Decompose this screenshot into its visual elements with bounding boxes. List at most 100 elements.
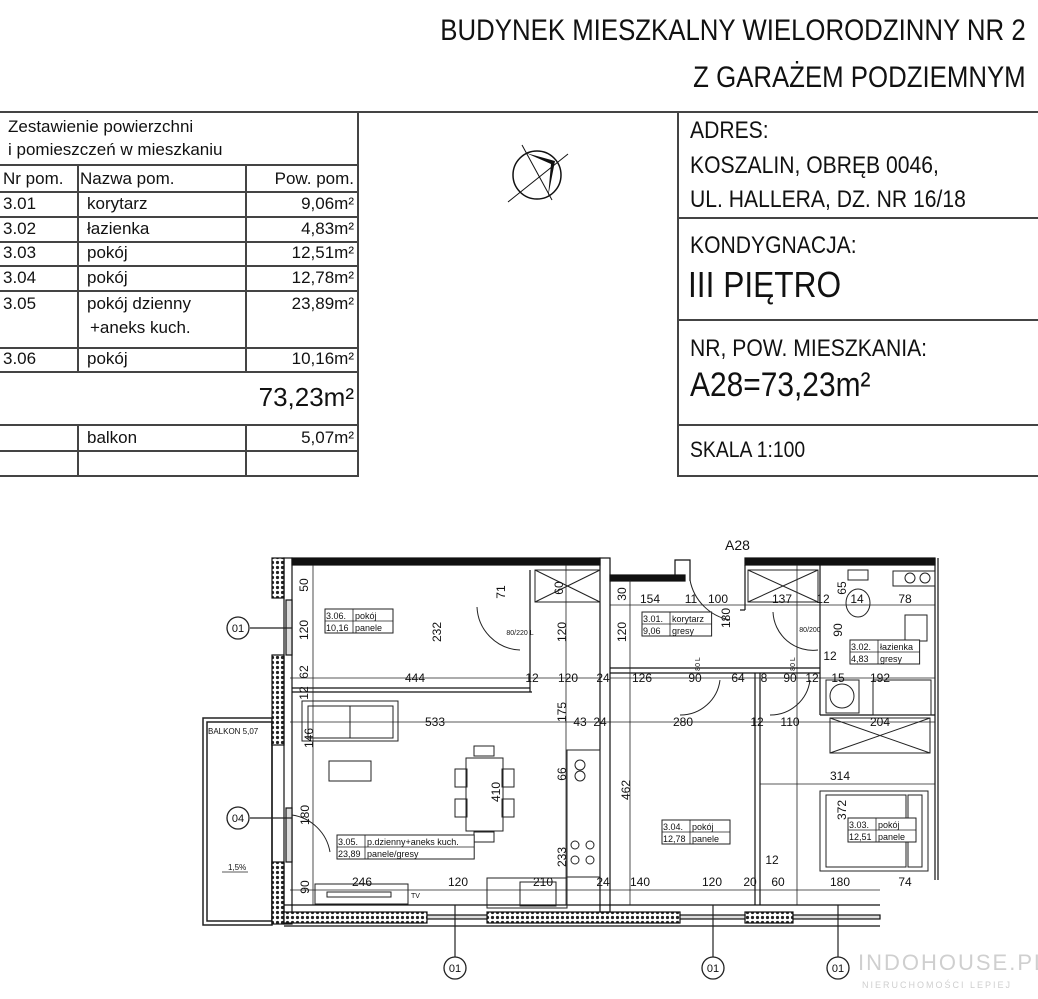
- room-number: 3.04: [3, 268, 37, 287]
- room-floor: panele/gresy: [367, 849, 419, 859]
- table-title: Zestawienie powierzchni: [8, 117, 194, 136]
- dining-table: [465, 757, 504, 832]
- dimension-label: 120: [555, 622, 569, 642]
- room-name: pokój: [87, 349, 128, 368]
- axis-marker-label: 01: [449, 963, 461, 975]
- dimension-label: 80 L: [695, 657, 702, 671]
- walls: [271, 557, 939, 927]
- dimension-label: 180: [719, 608, 733, 628]
- dimension-label: 410: [489, 782, 503, 802]
- room-number: 3.01: [3, 194, 37, 213]
- tv-label: TV: [411, 893, 420, 900]
- axis-marker: 01: [226, 616, 250, 640]
- dimension-label: 62: [297, 665, 311, 679]
- room-number: 3.06: [3, 349, 37, 368]
- dimension-label: 154: [640, 592, 660, 606]
- axis-marker: 01: [701, 956, 725, 980]
- floor-value: III PIĘTRO: [688, 264, 842, 305]
- dimension-label: 12: [750, 715, 764, 729]
- dimension-label: 140: [630, 875, 650, 889]
- room-name: korytarz: [672, 614, 705, 624]
- room-name: pokój: [87, 268, 128, 287]
- room-area: 10,16: [326, 623, 349, 633]
- dimension-label: 60: [771, 875, 785, 889]
- room-area: 12,78m²: [291, 268, 354, 287]
- dimension-label: 462: [619, 780, 633, 800]
- column-header: Pow. pom.: [274, 169, 354, 188]
- room-number: 3.05.: [338, 837, 358, 847]
- dimension-label: 120: [448, 875, 468, 889]
- dimension-label: 372: [835, 800, 849, 820]
- room-number: 3.04.: [663, 822, 683, 832]
- slope-label: 1,5%: [228, 863, 246, 872]
- axis-marker: 01: [826, 956, 850, 980]
- shafts: [534, 569, 931, 754]
- room-name: pokój: [692, 822, 714, 832]
- dimension-label: 120: [558, 671, 578, 685]
- dimension-label: 12: [816, 592, 830, 606]
- room-area: 12,51: [849, 832, 872, 842]
- dimension-label: 90: [298, 880, 312, 894]
- scale-label: SKALA 1:100: [690, 437, 806, 462]
- room-area: 10,16m²: [291, 349, 354, 368]
- dimension-label: 90: [831, 623, 845, 637]
- room-area: 9,06m²: [301, 194, 354, 213]
- dimension-label: 137: [772, 592, 792, 606]
- room-area: 4,83m²: [301, 219, 354, 238]
- axis-markers: [250, 627, 839, 957]
- floor-label: KONDYGNACJA:: [690, 232, 857, 259]
- dimension-label: 204: [870, 715, 890, 729]
- room-floor: gresy: [880, 654, 903, 664]
- dimension-label: 30: [615, 587, 629, 601]
- dimension-label: 24: [593, 715, 607, 729]
- room-name: p.dzienny+aneks kuch.: [367, 837, 459, 847]
- room-name: łazienka: [880, 642, 913, 652]
- room-floor: panele: [692, 834, 719, 844]
- room-number: 3.02: [3, 219, 37, 238]
- bathtub: [872, 679, 932, 716]
- dimension-label: 90: [688, 671, 702, 685]
- axis-marker-label: 04: [232, 813, 244, 825]
- dimension-label: 210: [533, 875, 553, 889]
- dimension-label: 80/220 L: [506, 630, 533, 637]
- room-area: 9,06: [643, 626, 661, 636]
- address-label: ADRES:: [690, 117, 769, 144]
- apartment-value: A28=73,23m²: [690, 366, 871, 404]
- dimension-label: 12: [297, 686, 311, 700]
- watermark-brand: INDOHOUSE.PL: [858, 950, 1038, 975]
- dimension-label: 233: [555, 847, 569, 867]
- room-floor: panele: [878, 832, 905, 842]
- room-name: pokój dzienny: [87, 294, 191, 313]
- dimension-label: 12: [765, 853, 779, 867]
- toilet: [845, 588, 871, 618]
- column-header: Nazwa pom.: [80, 169, 175, 188]
- washing-machine: [825, 679, 860, 714]
- room-number: 3.06.: [326, 611, 346, 621]
- dimension-label: 246: [352, 875, 372, 889]
- doors: [291, 579, 819, 853]
- room-name: pokój: [878, 820, 900, 830]
- dimension-label: 50: [297, 578, 311, 592]
- bed: [819, 790, 929, 872]
- dimension-label: 146: [302, 728, 316, 748]
- dimension-label: 120: [615, 622, 629, 642]
- room-number: 3.02.: [851, 642, 871, 652]
- room-floor: panele: [355, 623, 382, 633]
- room-name: +aneks kuch.: [90, 318, 191, 337]
- room-area: 5,07m²: [301, 428, 354, 447]
- dimension-label: 533: [425, 715, 445, 729]
- dimension-label: 74: [898, 875, 912, 889]
- axis-marker-label: 01: [832, 963, 844, 975]
- dimension-label: 43: [573, 715, 587, 729]
- dimension-label: 100: [708, 592, 728, 606]
- dimension-label: 80 L: [790, 657, 797, 671]
- coffee-table: [328, 760, 372, 782]
- dimension-label: 12: [823, 649, 837, 663]
- apartment-id-label: A28: [725, 537, 750, 553]
- address-line: KOSZALIN, OBRĘB 0046,: [690, 152, 939, 179]
